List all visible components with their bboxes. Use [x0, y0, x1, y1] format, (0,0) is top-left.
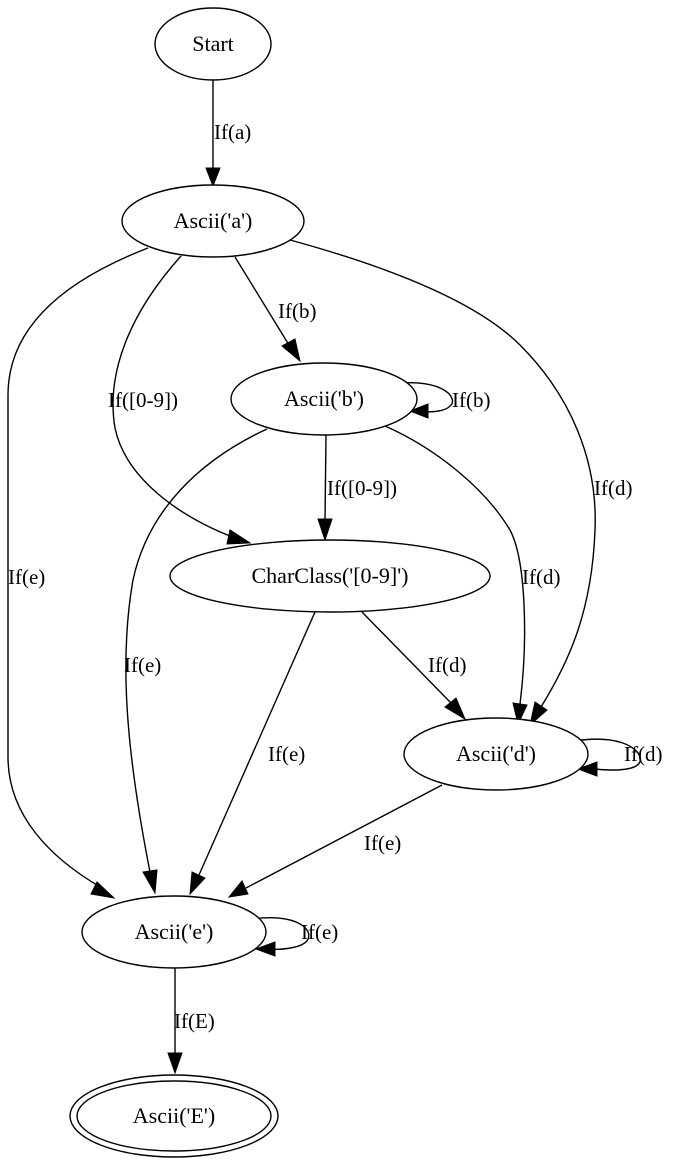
edge-label-d-d: If(d): [624, 742, 662, 766]
edge-b-to-e: [125, 428, 268, 895]
node-ascii-b-label: Ascii('b'): [284, 386, 364, 411]
edge-label-a-b: If(b): [278, 299, 316, 323]
node-ascii-E-label: Ascii('E'): [133, 1103, 215, 1128]
edge-d-self-loop: [574, 738, 641, 777]
edge-e-self-loop: [251, 917, 310, 957]
edge-label-b-b: If(b): [452, 388, 490, 412]
edge-label-e-E: If(E): [174, 1009, 215, 1033]
node-start: Start: [154, 7, 272, 81]
edge-label-charclass-e: If(e): [268, 742, 305, 766]
edge-label-start-a: If(a): [214, 120, 251, 144]
edge-label-e-e: If(e): [301, 920, 338, 944]
node-ascii-a: Ascii('a'): [121, 184, 305, 258]
edge-label-b-d: If(d): [522, 565, 560, 589]
node-ascii-a-label: Ascii('a'): [174, 208, 253, 233]
edge-label-a-e: If(e): [8, 565, 45, 589]
node-ascii-E-final: Ascii('E'): [69, 1074, 279, 1158]
node-charclass-label: CharClass('[0-9]'): [252, 563, 409, 588]
node-ascii-b: Ascii('b'): [230, 362, 418, 436]
edge-a-to-charclass: [112, 255, 252, 545]
node-ascii-d-label: Ascii('d'): [456, 741, 536, 766]
edge-label-a-charclass: If([0-9]): [108, 388, 178, 412]
edge-d-to-e: [227, 784, 443, 898]
edge-label-b-e: If(e): [124, 653, 161, 677]
node-ascii-e-label: Ascii('e'): [135, 919, 214, 944]
edge-label-a-d: If(d): [594, 476, 632, 500]
edge-e-to-E: [167, 967, 183, 1075]
node-ascii-e: Ascii('e'): [81, 895, 267, 969]
edge-start-to-a: [205, 80, 221, 188]
edge-a-to-e: [7, 247, 149, 899]
edge-a-to-d: [289, 239, 596, 727]
edge-label-b-charclass: If([0-9]): [327, 476, 397, 500]
edge-label-charclass-d: If(d): [428, 653, 466, 677]
edge-b-self-loop: [379, 382, 454, 419]
edge-label-d-e: If(e): [364, 831, 401, 855]
edge-charclass-to-d: [361, 611, 467, 721]
edge-a-to-b: [234, 256, 301, 363]
edge-charclass-to-e: [189, 611, 316, 896]
edge-b-to-charclass: [317, 434, 333, 542]
node-charclass: CharClass('[0-9]'): [169, 539, 491, 613]
node-start-label: Start: [192, 31, 234, 56]
node-ascii-d: Ascii('d'): [403, 717, 589, 791]
edge-b-to-d: [384, 425, 528, 726]
